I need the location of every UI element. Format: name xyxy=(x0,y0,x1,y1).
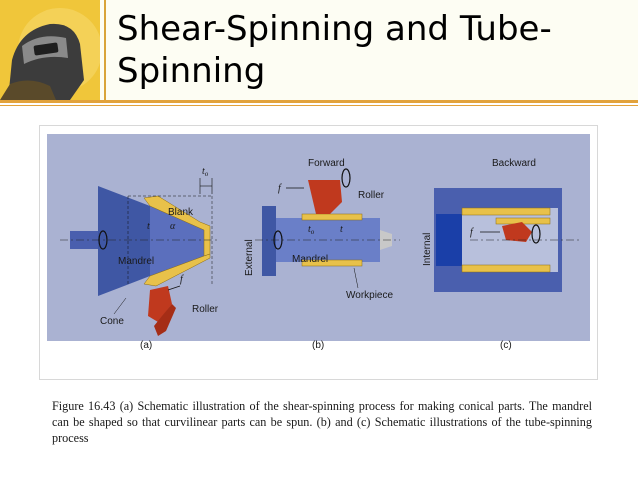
roller-label-b: Roller xyxy=(358,190,385,201)
roller-label-a: Roller xyxy=(192,304,219,315)
panel-b-label: (b) xyxy=(312,340,324,351)
internal-label: Internal xyxy=(422,233,433,266)
panel-c-label: (c) xyxy=(500,340,512,351)
roller-rotation-b xyxy=(341,168,351,188)
panel-a-label: (a) xyxy=(140,340,152,351)
external-label: External xyxy=(244,239,255,276)
shaft-a xyxy=(70,231,100,249)
mandrel-label-b: Mandrel xyxy=(292,254,328,265)
workpiece-b-bottom xyxy=(301,259,363,267)
figure-16-43: to Blank t α Mandrel f Cone Roller (a) f xyxy=(39,125,598,380)
title-divider-horizontal-thin xyxy=(0,105,638,106)
flange-b xyxy=(262,206,276,276)
backward-label: Backward xyxy=(492,158,536,169)
welder-mask-logo xyxy=(0,0,100,100)
blank-label: Blank xyxy=(168,207,194,218)
t-label-a: t xyxy=(147,221,150,232)
mandrel-label-a: Mandrel xyxy=(118,256,154,267)
roller-a xyxy=(148,286,172,322)
internal-block-c xyxy=(436,214,462,266)
f-label-b: f xyxy=(278,183,282,194)
blank-a-lower xyxy=(143,253,211,287)
cone-label: Cone xyxy=(100,316,124,327)
workpiece-leader xyxy=(353,267,359,289)
t-label-b: t xyxy=(340,224,343,235)
tube-c-top xyxy=(461,207,551,216)
feed-arrow-a xyxy=(167,285,181,291)
roller-arm-a xyxy=(154,304,176,336)
panel-b: f Forward Roller to t External Mandrel W… xyxy=(244,158,400,351)
forward-label: Forward xyxy=(308,158,345,169)
figure-caption: Figure 16.43 (a) Schematic illustration … xyxy=(52,399,592,445)
f-label-a: f xyxy=(180,274,184,285)
slide-title: Shear-Spinning and Tube- Spinning xyxy=(117,8,617,92)
f-label-c: f xyxy=(470,227,474,238)
rotation-arrow-a xyxy=(98,230,108,250)
roller-rotation-c xyxy=(531,224,541,244)
panel-c: f Backward Internal (c) xyxy=(422,158,580,351)
roller-c xyxy=(502,222,532,242)
title-divider-vertical xyxy=(104,0,106,100)
alpha-label: α xyxy=(170,221,176,232)
rotation-arrow-b xyxy=(273,230,283,250)
cone-leader xyxy=(113,297,127,315)
spinning-diagram: to Blank t α Mandrel f Cone Roller (a) f xyxy=(47,134,590,351)
workpiece-b-top xyxy=(301,213,363,221)
title-bar xyxy=(0,0,638,100)
workpiece-label: Workpiece xyxy=(346,290,393,301)
slide-title-line1: Shear-Spinning and Tube- xyxy=(117,9,552,49)
cone-a xyxy=(98,186,150,296)
panel-a: to Blank t α Mandrel f Cone Roller (a) xyxy=(60,166,220,351)
tube-c-bottom xyxy=(461,264,551,273)
roller-b xyxy=(308,180,342,214)
t0-label-b: to xyxy=(308,224,315,236)
slide-title-line2: Spinning xyxy=(117,51,266,91)
t0-label-a: to xyxy=(202,166,209,178)
title-divider-horizontal xyxy=(0,100,638,103)
